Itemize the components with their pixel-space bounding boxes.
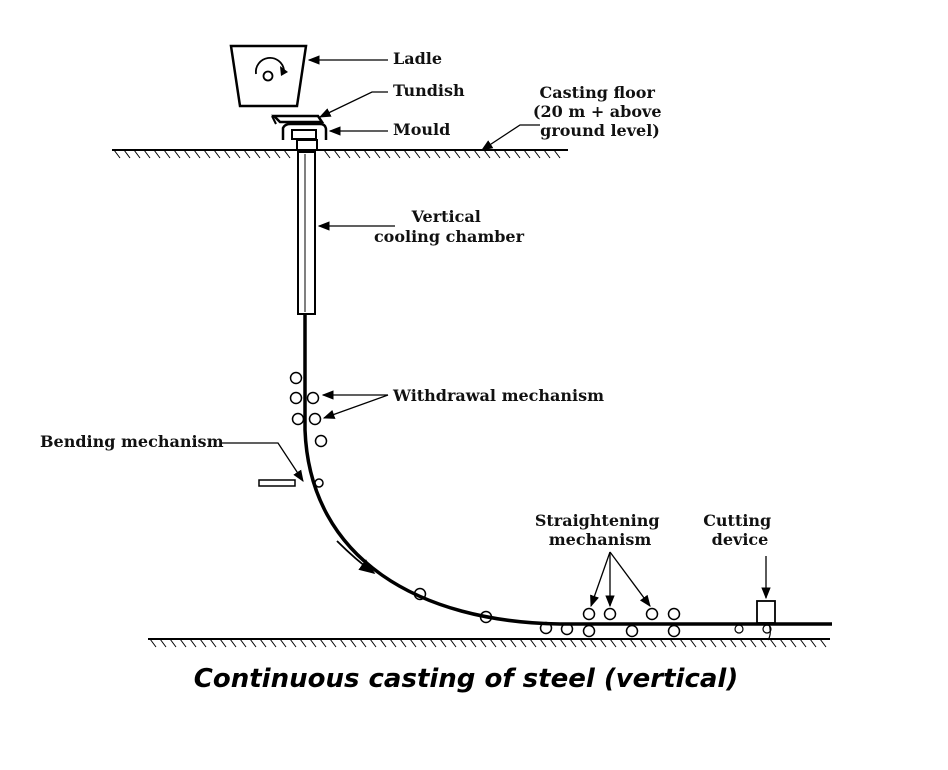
straightening-line-1: Straightening — [535, 511, 660, 530]
vertical-chamber-line-1: Vertical — [411, 207, 481, 226]
withdrawal-pointer-2 — [322, 394, 389, 419]
casting-floor-label: Casting floor (20 m + above ground level… — [533, 83, 667, 140]
tundish-pointer — [318, 91, 388, 118]
casting-floor-line-2: (20 m + above — [533, 102, 662, 121]
mould-shape — [281, 122, 328, 151]
cutting-label: Cutting device — [703, 511, 777, 549]
ladle-label: Ladle — [393, 49, 442, 68]
bending-mechanism-shape — [258, 478, 324, 488]
withdrawal-label: Withdrawal mechanism — [392, 386, 604, 405]
bending-pointer — [222, 442, 304, 482]
cutting-line-2: device — [712, 530, 769, 549]
straightening-pointer-1 — [590, 551, 611, 608]
casting-floor-line-1: Casting floor — [540, 83, 656, 102]
diagram-caption: Continuous casting of steel (vertical) — [194, 664, 738, 694]
mould-label: Mould — [393, 120, 450, 139]
casting-floor-line-3: ground level) — [540, 121, 660, 140]
cutting-device-shape — [756, 600, 776, 641]
straightening-line-2: mechanism — [549, 530, 652, 549]
vertical-cooling-chamber — [297, 151, 316, 315]
straightening-pointer-3 — [609, 551, 651, 607]
cutting-line-1: Cutting — [703, 511, 771, 530]
casting-floor-pointer — [481, 124, 540, 151]
ladle-shape — [229, 44, 308, 108]
flow-direction-arrow — [336, 540, 376, 574]
vertical-chamber-line-2: cooling chamber — [374, 227, 525, 246]
straightening-label: Straightening mechanism — [535, 511, 665, 549]
ground-floor-line — [148, 638, 830, 648]
tundish-label: Tundish — [393, 81, 465, 100]
tundish-shape — [270, 114, 325, 125]
bending-label: Bending mechanism — [40, 432, 224, 451]
casting-floor-line — [112, 149, 568, 159]
withdrawal-rollers — [289, 371, 328, 448]
steel-strand — [303, 314, 832, 626]
runout-rollers — [413, 587, 772, 638]
vertical-chamber-label: Vertical cooling chamber — [374, 207, 525, 246]
